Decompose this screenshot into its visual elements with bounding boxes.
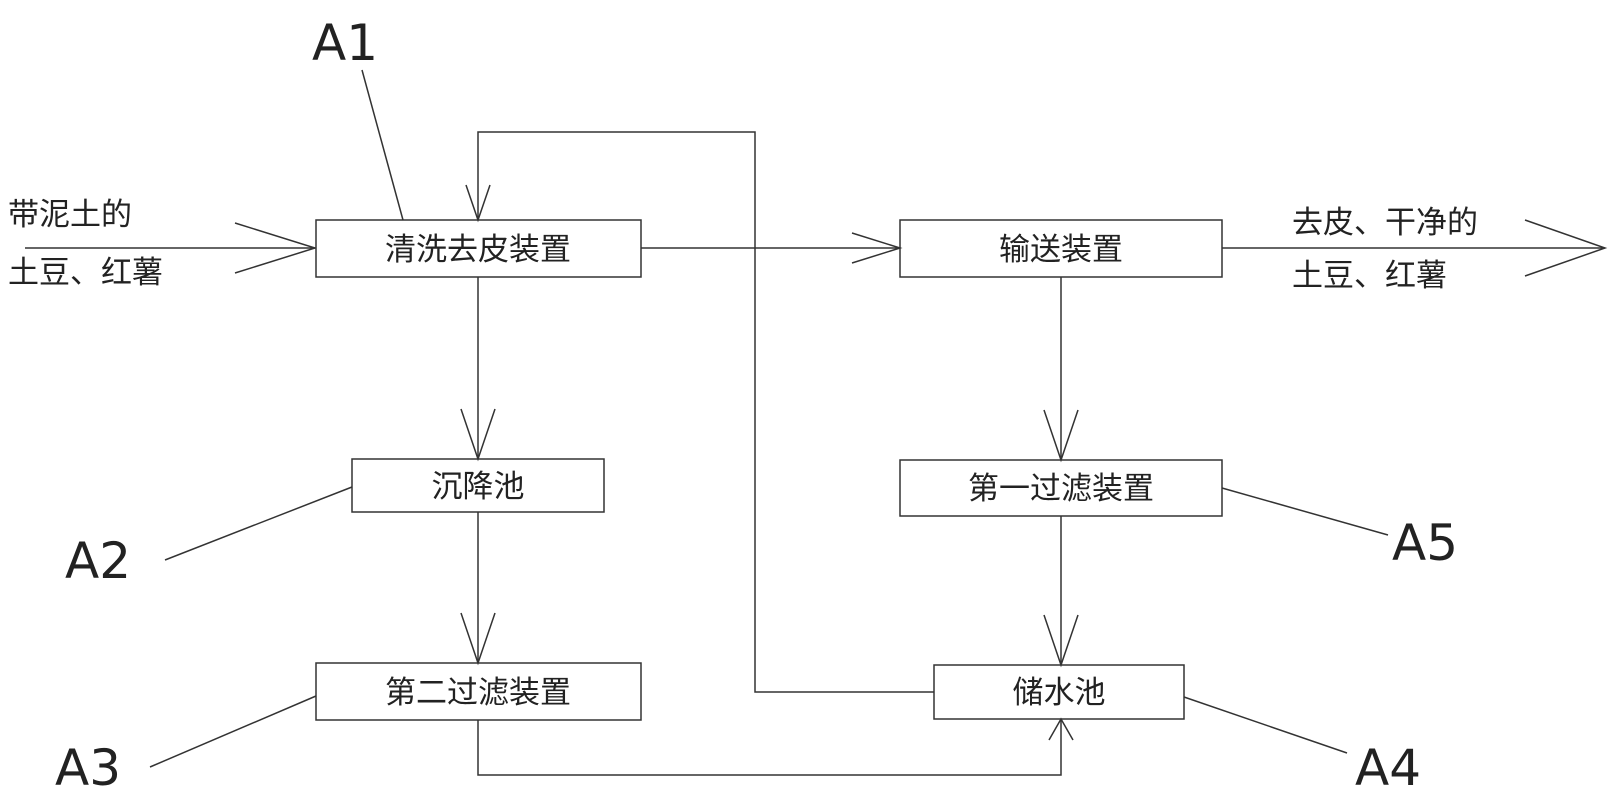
callout-a2-label: A2 (65, 532, 131, 590)
callout-a4-leader (1184, 697, 1347, 753)
arrow-conveyor-to-first-filter (1044, 277, 1078, 460)
callout-a1-leader (362, 70, 403, 220)
input-label: 带泥土的 土豆、红薯 (8, 197, 163, 291)
water-reservoir-label: 储水池 (1013, 675, 1106, 711)
conveyor-device-label: 输送装置 (999, 232, 1123, 268)
arrow-reservoir-return-to-wash (466, 132, 934, 692)
arrow-first-filter-to-reservoir (1044, 516, 1078, 665)
arrow-sedimentation-to-second-filter (461, 512, 495, 663)
first-filter-device-label: 第一过滤装置 (968, 471, 1154, 507)
callout-a3-leader (150, 696, 316, 767)
input-label-line1: 带泥土的 (8, 197, 132, 233)
input-label-line2: 土豆、红薯 (8, 255, 163, 291)
arrow-wash-to-conveyor (641, 233, 900, 263)
output-label-line2: 土豆、红薯 (1292, 258, 1447, 294)
arrow-second-filter-to-reservoir (478, 719, 1073, 775)
callout-a3-label: A3 (55, 739, 121, 791)
callout-a5-leader (1222, 488, 1388, 535)
second-filter-device-box: 第二过滤装置 (316, 663, 641, 720)
first-filter-device-box: 第一过滤装置 (900, 460, 1222, 516)
sedimentation-tank-label: 沉降池 (432, 469, 525, 505)
output-label-line1: 去皮、干净的 (1292, 205, 1478, 241)
second-filter-device-label: 第二过滤装置 (385, 675, 571, 711)
arrow-wash-to-sedimentation (461, 277, 495, 459)
conveyor-device-box: 输送装置 (900, 220, 1222, 277)
callout-a1-label: A1 (312, 14, 378, 72)
sedimentation-tank-box: 沉降池 (352, 459, 604, 512)
callout-a5-label: A5 (1392, 514, 1458, 572)
callout-a2-leader (165, 487, 352, 560)
water-reservoir-box: 储水池 (934, 665, 1184, 719)
callout-a4-label: A4 (1355, 739, 1421, 791)
wash-peel-device-box: 清洗去皮装置 (316, 220, 641, 277)
wash-peel-device-label: 清洗去皮装置 (385, 232, 571, 268)
output-label: 去皮、干净的 土豆、红薯 (1292, 205, 1478, 294)
